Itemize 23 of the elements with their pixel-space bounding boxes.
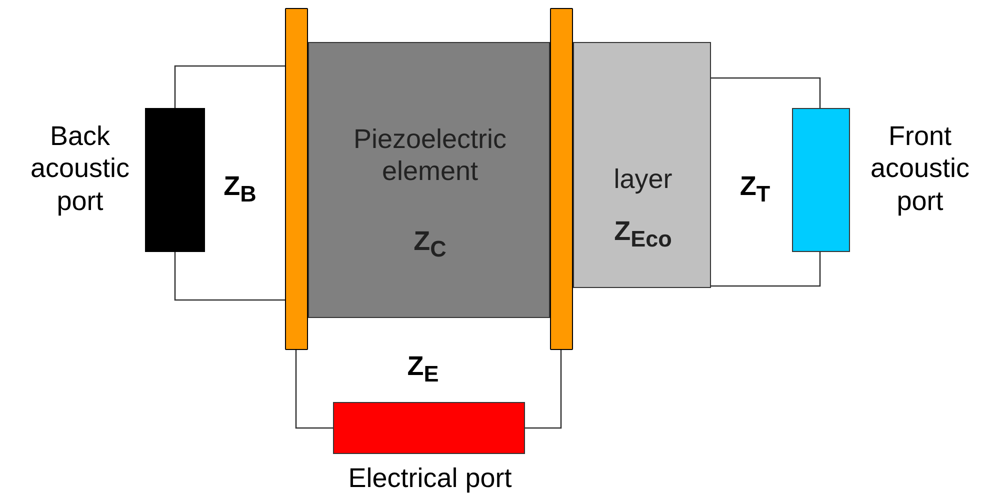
connector-wire xyxy=(525,350,562,429)
electrode-bar xyxy=(285,8,308,350)
impedance-symbol: Z$_{Eco}$ xyxy=(613,215,673,252)
port-label: Front acoustic port xyxy=(869,120,971,218)
connector-wire xyxy=(711,252,821,287)
connector-wire xyxy=(174,65,285,108)
block-label: layer xyxy=(612,163,674,196)
connector-wire xyxy=(711,77,821,108)
block-label: Piezoelectric element xyxy=(352,123,508,188)
piezoelectric-element-block xyxy=(308,42,550,318)
electrical-port-box xyxy=(333,402,525,454)
impedance-symbol: Z$_{B}$ xyxy=(222,170,258,208)
impedance-symbol: Z$_{E}$ xyxy=(406,350,440,388)
port-label: Back acoustic port xyxy=(29,120,131,218)
connector-wire xyxy=(295,350,333,429)
layer-block xyxy=(573,42,711,288)
connector-wire xyxy=(174,252,285,301)
impedance-symbol: Z$_{T}$ xyxy=(738,170,772,208)
impedance-symbol: Z$_{C}$ xyxy=(412,225,448,262)
back-port-box xyxy=(145,108,205,252)
electrode-bar xyxy=(550,8,573,350)
port-label: Electrical port xyxy=(347,462,513,494)
front-port-box xyxy=(792,108,850,252)
